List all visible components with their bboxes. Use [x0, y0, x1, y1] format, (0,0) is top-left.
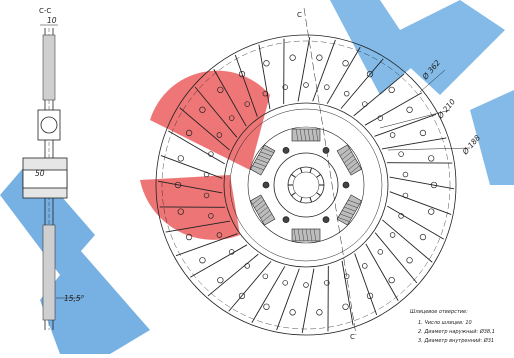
friction-slot — [365, 93, 422, 125]
rivet-hole-outer — [317, 55, 323, 61]
friction-slot — [190, 245, 247, 277]
spline-notes: Шлицевое отверстие: 1. Число шлицев: 10 … — [410, 309, 495, 344]
rivet-hole-outer — [420, 234, 426, 240]
dim-thickness-label: 10 — [47, 16, 57, 25]
notes-line-2: 2. Диаметр наружный: Ø38,1 — [418, 328, 495, 335]
spline-tooth — [300, 168, 302, 173]
friction-slot — [161, 156, 222, 179]
rivet-hole-outer — [178, 156, 184, 162]
friction-slot — [374, 114, 436, 136]
damper-spring — [251, 195, 275, 225]
rivet-hole-outer — [420, 130, 426, 136]
spline-tooth — [291, 193, 295, 196]
friction-slot — [355, 253, 377, 315]
hub-rivet — [343, 182, 349, 188]
rivet-hole-inner — [245, 264, 250, 269]
rivet-hole-outer — [428, 209, 434, 215]
rivet-hole-outer — [200, 257, 206, 263]
section-cut-line — [304, 8, 356, 335]
watermark-stroke-4 — [380, 0, 505, 95]
rivet-hole-outer — [218, 277, 224, 283]
rivet-hole-inner — [390, 133, 395, 138]
rivet-hole-inner — [399, 152, 404, 157]
spline-tooth — [317, 174, 321, 177]
hub-rivet — [283, 147, 289, 153]
dim-inner-leader — [388, 148, 470, 150]
rivet-hole-outer — [389, 87, 395, 93]
rivet-hole-outer — [389, 277, 395, 283]
damper-spring — [337, 145, 361, 175]
friction-slot — [387, 206, 443, 239]
rivet-hole-inner — [403, 172, 408, 177]
friction-slot — [390, 177, 454, 189]
rivet-hole-outer — [407, 107, 413, 113]
hub-rivet — [323, 217, 329, 223]
dim-middle-label: Ø 210 — [435, 97, 457, 121]
rivet-hole-inner — [304, 83, 309, 88]
friction-slot — [382, 220, 432, 262]
notes-title: Шлицевое отверстие: — [410, 309, 468, 315]
rivet-hole-inner — [362, 264, 367, 269]
section-friction-lower — [43, 225, 55, 320]
spline-bore-inner — [293, 172, 319, 198]
friction-slot — [229, 261, 271, 311]
spline-tooth — [317, 193, 321, 196]
friction-slot — [342, 261, 353, 325]
notes-line-3: 3. Диаметр внутренний: Ø31 — [418, 337, 494, 344]
dim-hub-label: 50 — [35, 169, 45, 178]
rivet-hole-outer — [317, 309, 323, 315]
rivet-hole-outer — [428, 156, 434, 162]
section-label: С-С — [39, 7, 51, 15]
spline-tooth — [291, 174, 295, 177]
spline-tooth — [310, 168, 312, 173]
notes-line-1: 1. Число шлицев: 10 — [418, 320, 472, 326]
rivet-hole-outer — [264, 304, 270, 310]
spline-bore-outer — [288, 167, 324, 203]
rivet-hole-outer — [407, 257, 413, 263]
rivet-hole-outer — [290, 309, 296, 315]
friction-slot — [298, 37, 310, 101]
spline-tooth — [300, 197, 302, 202]
friction-slot — [277, 269, 300, 330]
friction-slot — [302, 269, 314, 333]
cut-mark-bottom: С — [350, 333, 355, 341]
rivet-hole-inner — [390, 233, 395, 238]
dim-angle-label: 15,5° — [64, 294, 85, 303]
friction-slot — [366, 244, 398, 301]
friction-slot — [208, 254, 258, 296]
dim-inner-label: Ø 188 — [460, 133, 482, 157]
hub-rivet — [323, 147, 329, 153]
damper-spring — [337, 195, 361, 225]
rivet-hole-inner — [362, 102, 367, 107]
cut-mark-top: С — [297, 11, 302, 19]
rivet-hole-inner — [283, 280, 288, 285]
rivet-hole-outer — [343, 304, 349, 310]
friction-slot — [252, 266, 285, 322]
friction-slot — [382, 138, 446, 149]
hub-rivet — [283, 217, 289, 223]
rivet-hole-inner — [263, 274, 268, 279]
rivet-hole-outer — [290, 55, 296, 61]
hub-rivet — [263, 182, 269, 188]
section-hub-bore — [23, 170, 67, 188]
rivet-hole-inner — [324, 85, 329, 90]
friction-slot — [390, 192, 451, 215]
section-friction-upper — [43, 35, 55, 100]
spline-tooth — [310, 197, 312, 202]
rivet-hole-inner — [344, 91, 349, 96]
rivet-hole-outer — [264, 60, 270, 66]
rivet-hole-outer — [343, 60, 349, 66]
rivet-hole-inner — [378, 250, 383, 255]
friction-slot — [327, 47, 360, 103]
friction-slot — [313, 40, 336, 101]
rivet-hole-inner — [304, 283, 309, 288]
